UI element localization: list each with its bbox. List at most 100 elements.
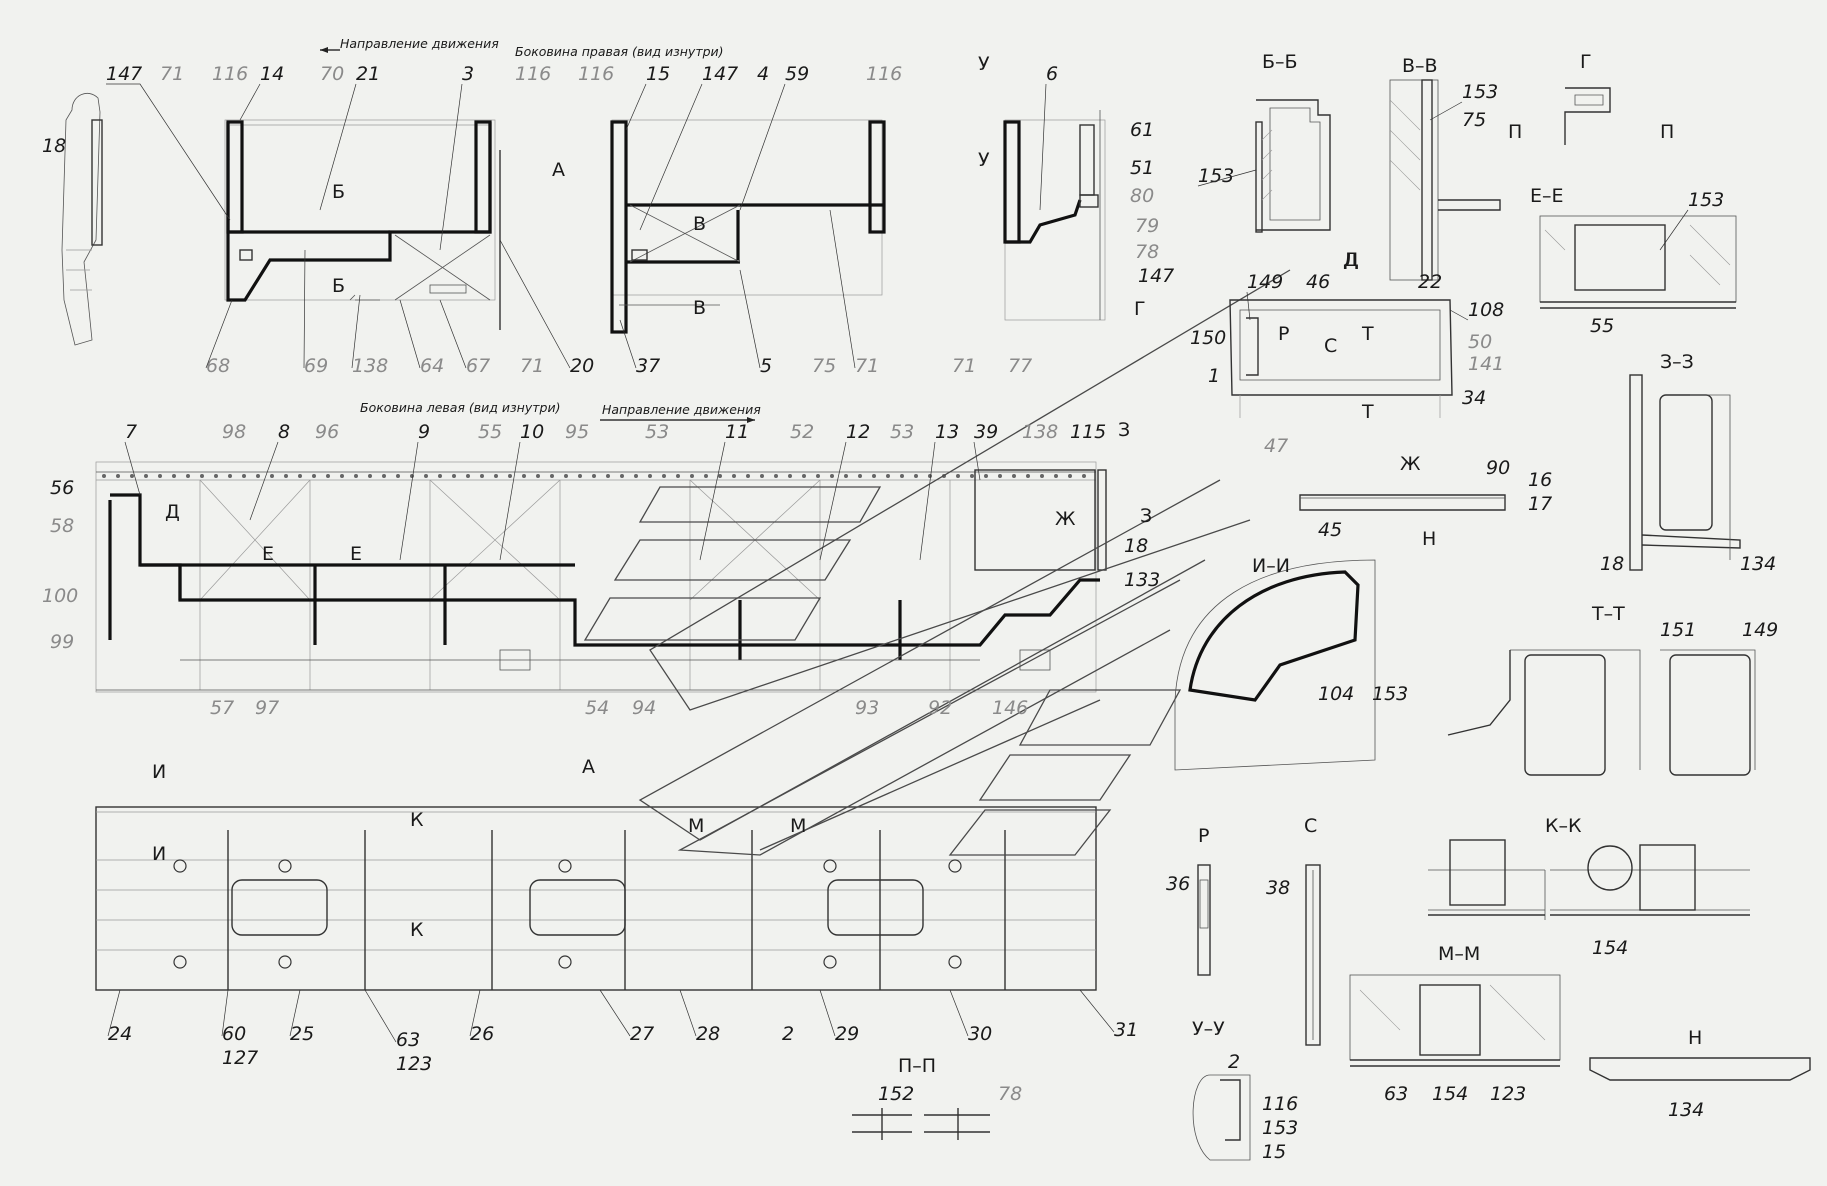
label-52: 52 xyxy=(790,421,814,443)
mark-p-1: П xyxy=(1508,121,1522,143)
label-68: 68 xyxy=(206,355,230,377)
label-97: 97 xyxy=(255,697,279,719)
detail-g xyxy=(1564,87,1611,145)
label-70: 70 xyxy=(320,63,344,85)
rivet-dot xyxy=(424,474,428,478)
label-60: 60 xyxy=(222,1023,246,1045)
label-78: 78 xyxy=(1135,241,1159,263)
detail-n xyxy=(1589,1057,1811,1081)
label-92: 92 xyxy=(928,697,952,719)
label-71-d: 71 xyxy=(952,355,976,377)
label-46: 46 xyxy=(1306,271,1330,293)
rivet-dot xyxy=(1026,474,1030,478)
label-54: 54 xyxy=(585,697,609,719)
label-55-a: 55 xyxy=(478,421,502,443)
rivet-dot xyxy=(536,474,540,478)
floor-fixing-hole xyxy=(278,955,292,969)
label-98: 98 xyxy=(222,421,246,443)
floor-fixing-hole xyxy=(558,859,572,873)
label-134-b: 134 xyxy=(1668,1099,1704,1121)
section-title-uu: У–У xyxy=(1192,1018,1225,1040)
label-27: 27 xyxy=(630,1023,654,1045)
caption-left-side: Боковина левая (вид изнутри) xyxy=(360,400,560,415)
label-99: 99 xyxy=(50,631,74,653)
label-154-b: 154 xyxy=(1432,1083,1468,1105)
label-28: 28 xyxy=(696,1023,720,1045)
rivet-dot xyxy=(760,474,764,478)
rivet-dot xyxy=(858,474,862,478)
label-123-a: 123 xyxy=(396,1053,432,1075)
caption-right-side: Боковина правая (вид изнутри) xyxy=(515,44,724,59)
mark-b-2: Б xyxy=(332,275,345,297)
rivet-dot xyxy=(130,474,134,478)
section-title-bb: Б–Б xyxy=(1262,51,1298,73)
detail-bb xyxy=(1255,99,1331,233)
label-96: 96 xyxy=(315,421,339,443)
label-14: 14 xyxy=(260,63,284,85)
rivet-dot xyxy=(550,474,554,478)
detail-uu xyxy=(1192,1074,1251,1161)
rivet-dot xyxy=(830,474,834,478)
section-title-zh: Ж xyxy=(1400,453,1421,475)
rivet-dot xyxy=(816,474,820,478)
rivet-dot xyxy=(508,474,512,478)
label-6: 6 xyxy=(1046,63,1058,85)
leader-lines xyxy=(106,83,1689,1043)
label-133: 133 xyxy=(1124,569,1160,591)
rivet-dot xyxy=(578,474,582,478)
mark-z-2: З xyxy=(1140,505,1152,527)
detail-zz xyxy=(1629,374,1741,571)
mark-e-1: Е xyxy=(262,543,274,565)
mark-k-2: К xyxy=(410,919,424,941)
rivet-dot xyxy=(256,474,260,478)
label-154-a: 154 xyxy=(1592,937,1628,959)
detail-vv xyxy=(1389,79,1501,281)
caption-direction-mid: Направление движения xyxy=(602,402,761,417)
label-153-d: 153 xyxy=(1372,683,1408,705)
label-116-d: 116 xyxy=(866,63,902,85)
floor-fixing-hole xyxy=(948,859,962,873)
label-134-a: 134 xyxy=(1740,553,1776,575)
mark-m-2: М xyxy=(790,815,806,837)
rivet-dot xyxy=(872,474,876,478)
label-138-a: 138 xyxy=(352,355,388,377)
label-34: 34 xyxy=(1462,387,1486,409)
label-51: 51 xyxy=(1130,157,1154,179)
label-39: 39 xyxy=(974,421,998,443)
label-71-c: 71 xyxy=(855,355,879,377)
rivet-dot xyxy=(354,474,358,478)
section-title-ii: И–И xyxy=(1252,555,1290,577)
label-75-b: 75 xyxy=(1462,109,1486,131)
label-116-c: 116 xyxy=(578,63,614,85)
label-45: 45 xyxy=(1318,519,1342,541)
label-61: 61 xyxy=(1130,119,1154,141)
mark-d-2: Д xyxy=(1344,249,1359,271)
rivet-dot xyxy=(298,474,302,478)
section-title-mm: М–М xyxy=(1438,943,1480,965)
label-11: 11 xyxy=(725,421,749,443)
rivet-dot xyxy=(648,474,652,478)
detail-kk xyxy=(1428,839,1750,920)
section-title-kk: К–К xyxy=(1545,815,1582,837)
rivet-dot xyxy=(172,474,176,478)
label-18-c: 18 xyxy=(1600,553,1624,575)
label-75-a: 75 xyxy=(812,355,836,377)
rivet-dot xyxy=(620,474,624,478)
label-69: 69 xyxy=(304,355,328,377)
rivet-dot xyxy=(970,474,974,478)
label-37: 37 xyxy=(636,355,660,377)
rivet-dot xyxy=(396,474,400,478)
label-149-b: 149 xyxy=(1742,619,1778,641)
label-153-a: 153 xyxy=(1198,165,1234,187)
label-53-a: 53 xyxy=(645,421,669,443)
label-1: 1 xyxy=(1208,365,1220,387)
mark-g: Г xyxy=(1134,298,1146,320)
mark-v-2: В xyxy=(693,297,706,319)
rivet-dot xyxy=(242,474,246,478)
section-title-a: А xyxy=(582,756,595,778)
label-104: 104 xyxy=(1318,683,1354,705)
label-26: 26 xyxy=(470,1023,494,1045)
label-53-b: 53 xyxy=(890,421,914,443)
rivet-dot xyxy=(886,474,890,478)
mark-s: С xyxy=(1324,335,1337,357)
